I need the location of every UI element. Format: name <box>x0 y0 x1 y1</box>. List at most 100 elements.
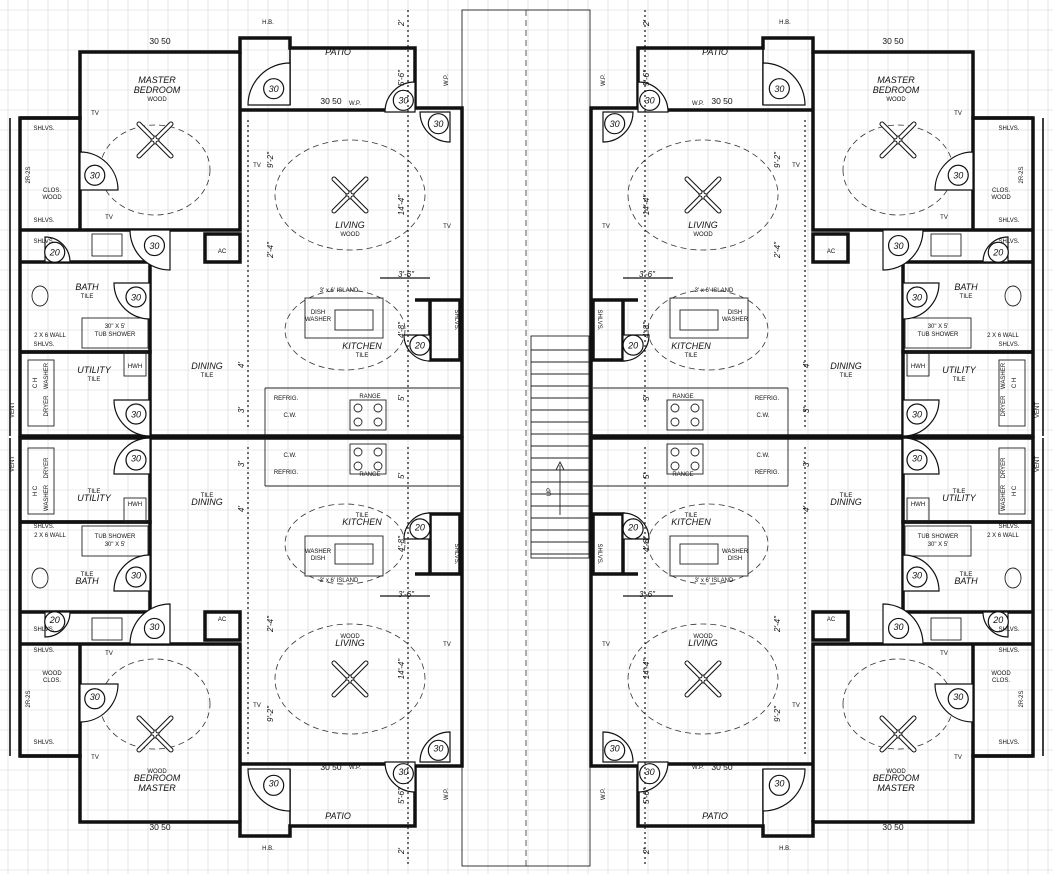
island-label: 3' x 6' ISLAND <box>320 288 359 294</box>
door-tag <box>427 113 449 135</box>
floor-finish-label: TILE <box>88 489 101 495</box>
fan-blade-inner <box>685 196 702 213</box>
ac-closet <box>811 232 850 264</box>
range-label: RANGE <box>672 472 693 478</box>
closet-rod-label: 2R-2S <box>1019 690 1025 707</box>
toilet-icon <box>1004 567 1022 589</box>
floor-finish-label: TILE <box>201 493 214 499</box>
cw-label: C.W. <box>757 413 770 419</box>
door-tag <box>604 113 626 135</box>
tv-outlet-label: TV <box>940 215 948 221</box>
tub-label: TUB SHOWER <box>918 332 959 338</box>
floor-finish-label: TILE <box>953 489 966 495</box>
dimension-label: 4'-8" <box>642 321 651 338</box>
door-size-label: 30 <box>912 409 922 419</box>
room-label-closet: CLOS. <box>992 188 1010 194</box>
toilet-icon <box>1004 285 1022 307</box>
tv-outlet-label: TV <box>91 755 99 761</box>
fan-blade-inner <box>880 716 897 733</box>
shelves-label: SHLVS. <box>999 126 1020 132</box>
closet-rod-label: 2R-2S <box>1019 166 1025 183</box>
dishwasher-label: WASHER <box>722 317 749 323</box>
door-size-label: 30 <box>433 744 443 754</box>
sink-icon <box>334 309 374 331</box>
island-outline <box>304 535 384 577</box>
tub-label: 30" X 5' <box>928 324 949 330</box>
room-label-kitchen: KITCHEN <box>342 341 382 351</box>
door-size-label: 30 <box>953 171 963 181</box>
dimension-label: 2' <box>397 20 406 27</box>
room-label-utility: UTILITY <box>77 365 112 375</box>
ceiling-fan-icon <box>698 190 708 200</box>
window-size-label: 30 50 <box>320 762 342 772</box>
dryer-label: DRYER <box>1001 457 1007 479</box>
fan-blade-inner <box>137 141 154 158</box>
floor-finish-label: TILE <box>201 373 214 379</box>
fan-blade-inner <box>351 177 368 194</box>
dishwasher-label: WASHER <box>305 549 332 555</box>
closet-rod-label: 2R-2S <box>26 690 32 707</box>
door-tag <box>44 611 66 633</box>
burner-icon <box>670 403 680 413</box>
fan-blade-inner <box>332 177 349 194</box>
door-size-label: 30 <box>894 241 904 251</box>
wall-note-label: 2 X 6 WALL <box>34 533 66 539</box>
weatherproof-outlet-label: W.P. <box>444 788 450 800</box>
room-label-kitchen: KITCHEN <box>671 517 711 527</box>
door-size-label: 30 <box>894 622 904 632</box>
room-label-bedroom: BEDROOM <box>134 773 181 783</box>
room-label-bath: BATH <box>75 576 99 586</box>
tv-outlet-label: TV <box>602 224 610 230</box>
burner-icon <box>373 417 383 427</box>
ch-label: C H <box>33 378 39 388</box>
door-size-label: 30 <box>912 292 922 302</box>
dimension-label: 5'-6" <box>642 69 651 86</box>
room-label-living: LIVING <box>335 220 365 230</box>
tv-outlet-label: TV <box>105 215 113 221</box>
fan-blade-inner <box>880 141 897 158</box>
burner-icon <box>353 417 363 427</box>
shelves-label: SHLVS. <box>34 740 55 746</box>
washer-dryer-icon <box>27 359 55 427</box>
burner-icon <box>690 447 700 457</box>
door-size-label: 30 <box>131 409 141 419</box>
dishwasher-label: WASHER <box>305 317 332 323</box>
lighting-circuit <box>627 139 779 251</box>
fan-blade-inner <box>156 735 173 752</box>
door-tag <box>906 566 928 588</box>
dimension-label: 9'-2" <box>266 151 275 168</box>
ceiling-fan-icon <box>345 190 355 200</box>
lighting-circuit <box>99 658 211 750</box>
window-size-label: 30 50 <box>320 96 342 106</box>
room-label-utility: UTILITY <box>77 493 112 503</box>
ac-label: AC <box>827 617 836 623</box>
apartment-units: 303030303020303020MASTERBEDROOMWOODPATIO… <box>9 10 1044 864</box>
ceiling-fan-icon <box>893 729 903 739</box>
room-label-patio: PATIO <box>325 47 351 57</box>
dishwasher-label: DISH <box>728 310 742 316</box>
fan-blade-inner <box>332 680 349 697</box>
tv-outlet-label: TV <box>105 651 113 657</box>
burner-icon <box>353 403 363 413</box>
shelves-label: SHLVS. <box>34 342 55 348</box>
dimension-label: 2' <box>397 848 406 855</box>
burner-icon <box>690 403 700 413</box>
floor-finish-label: TILE <box>81 572 94 578</box>
shelves-label: SHLVS. <box>34 524 55 530</box>
floor-finish-label: WOOD <box>147 97 167 103</box>
hwh-label: HWH <box>911 364 925 370</box>
island-label: 3' x 6' ISLAND <box>320 578 359 584</box>
counter-line <box>593 439 789 487</box>
hwh-label: HWH <box>911 502 925 508</box>
door-tag <box>143 234 166 257</box>
dimension-label: 4' <box>237 362 246 368</box>
tub-label: 30" X 5' <box>928 542 949 548</box>
shelves-label: SHLVS. <box>999 524 1020 530</box>
unit-bottom-right: 303030303020303020MASTERBEDROOMWOODPATIO… <box>589 436 1044 864</box>
room-label-dining: DINING <box>830 497 862 507</box>
door-size-label: 30 <box>610 744 620 754</box>
toilet-icon <box>31 285 49 307</box>
vanity-icon <box>91 617 123 641</box>
